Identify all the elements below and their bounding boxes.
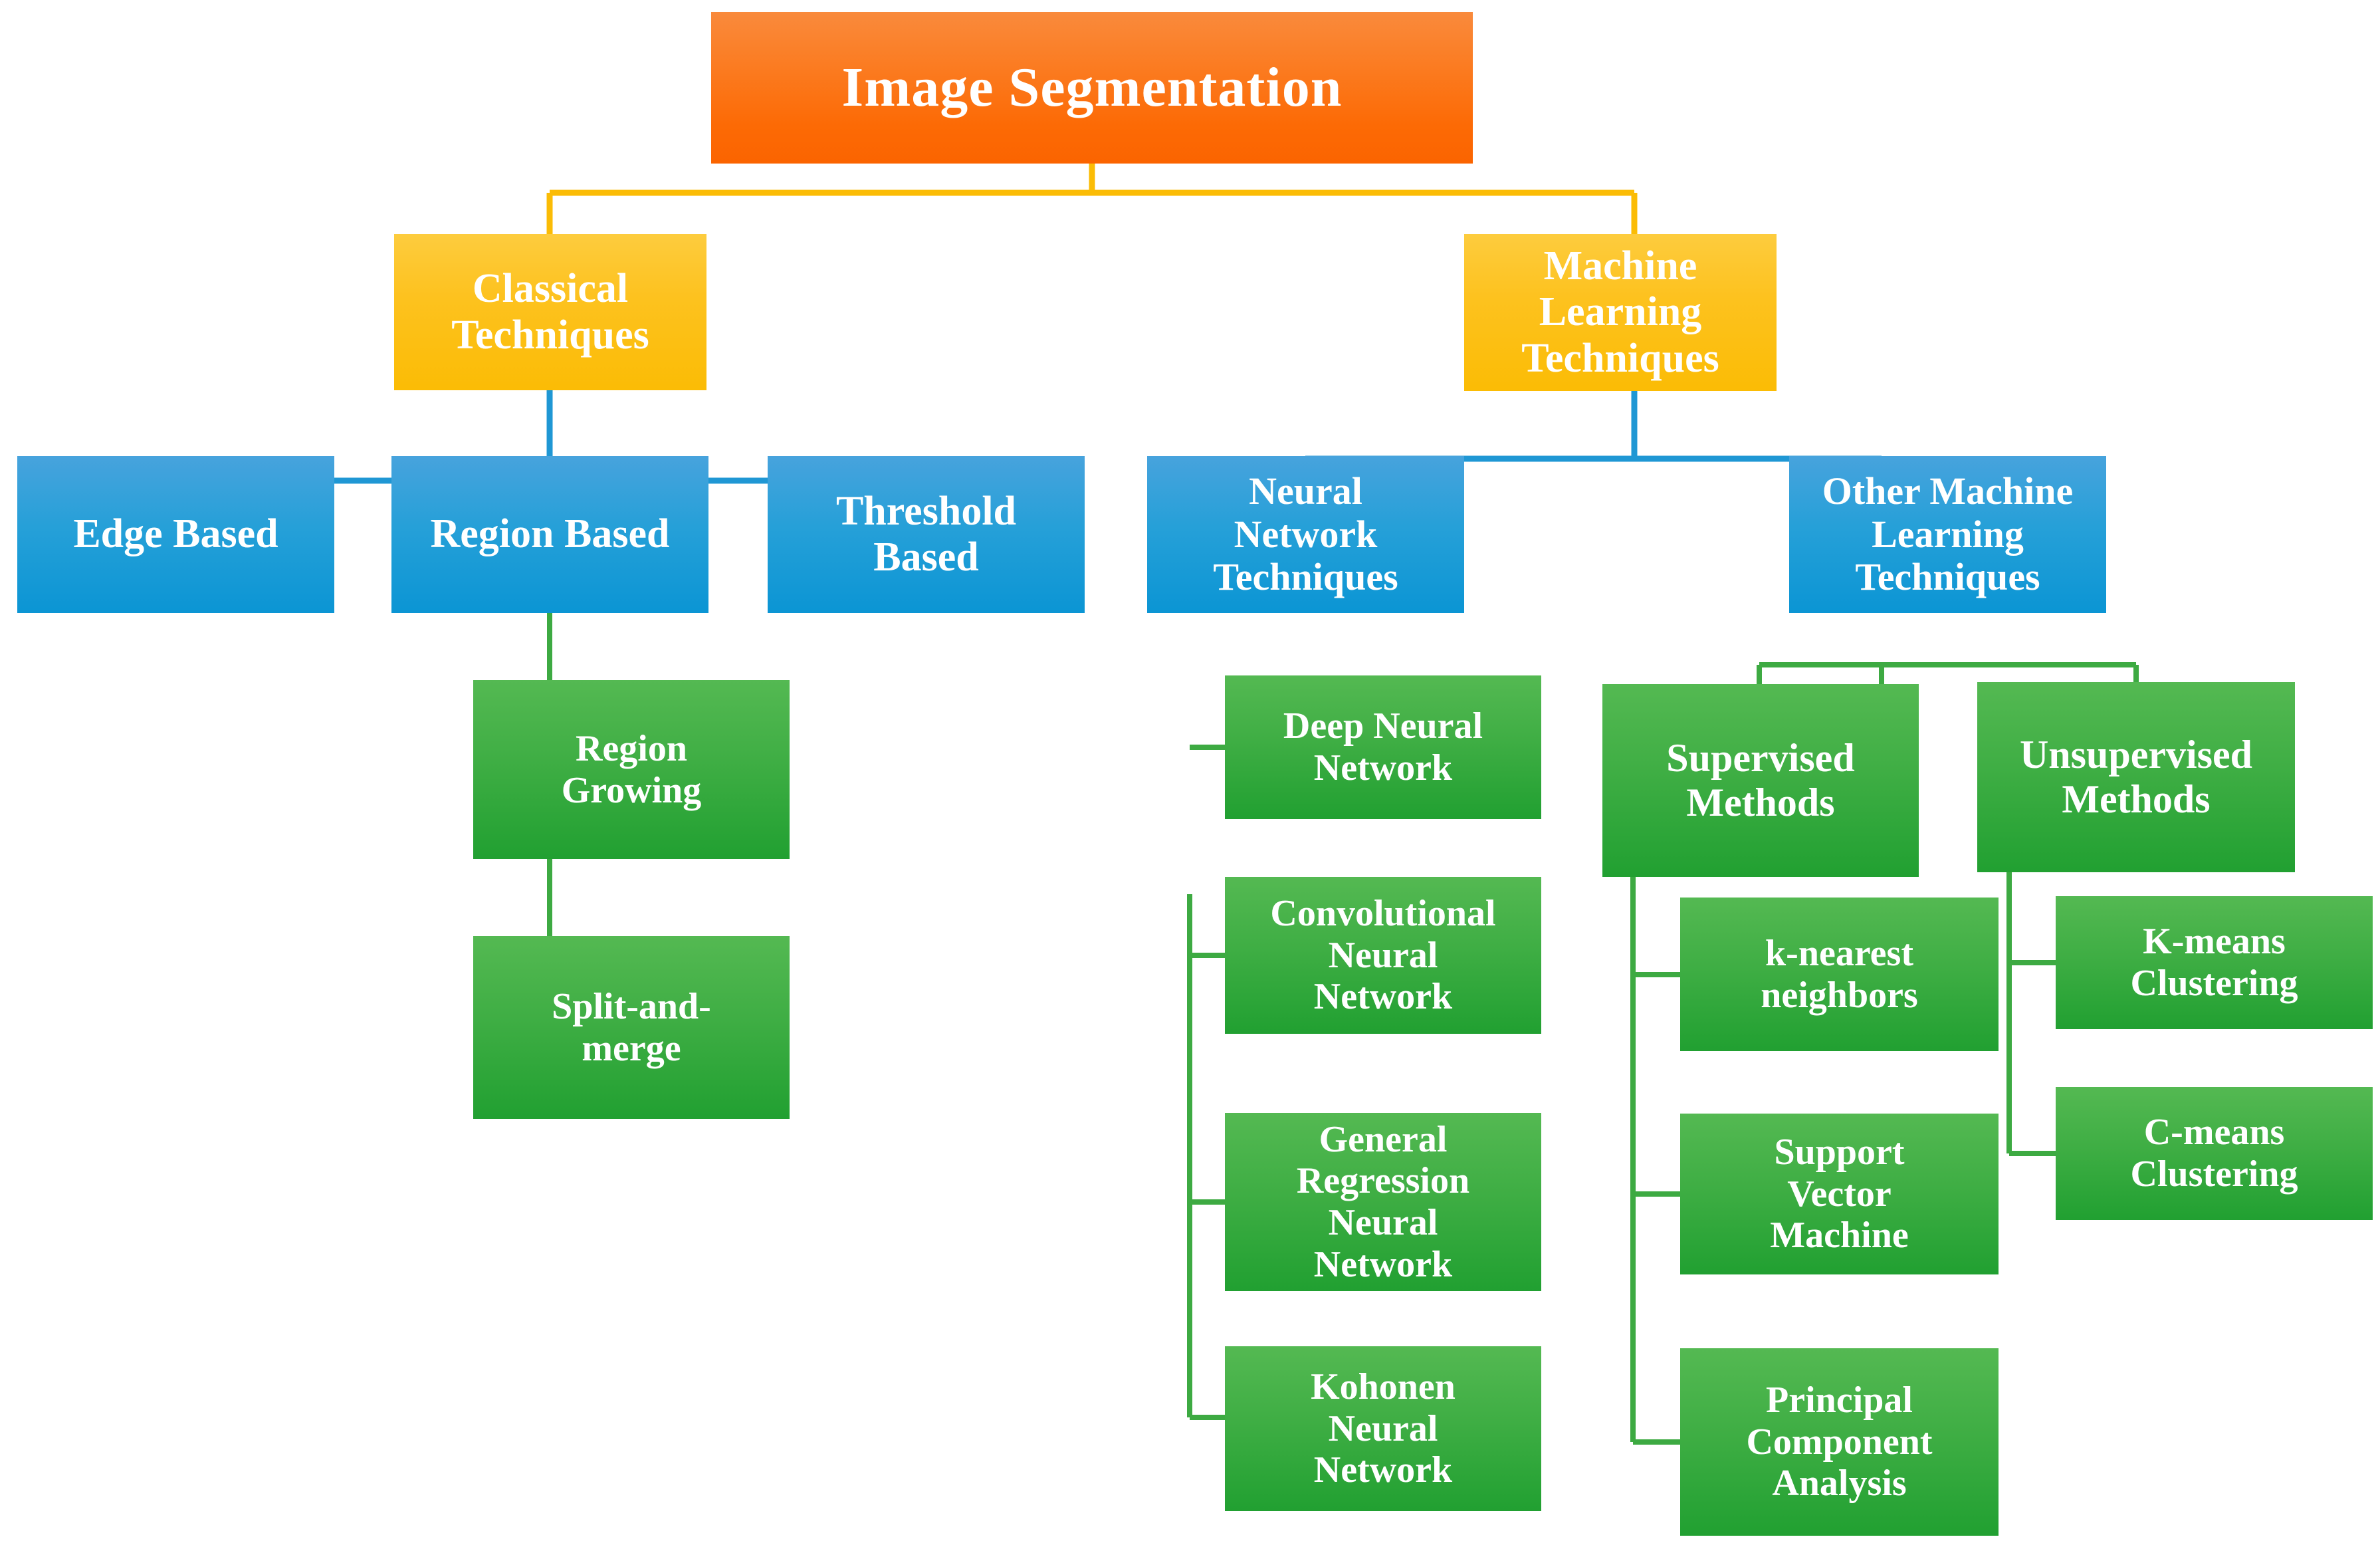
node-label: Kohonen Neural Network xyxy=(1311,1366,1456,1491)
node-region-based[interactable]: Region Based xyxy=(391,456,708,613)
node-convolutional-neural-network[interactable]: Convolutional Neural Network xyxy=(1225,877,1541,1034)
node-label: C-means Clustering xyxy=(2130,1112,2298,1195)
edge-group-supervised xyxy=(1630,877,1680,1445)
node-label: Supervised Methods xyxy=(1666,735,1855,824)
node-deep-neural-network[interactable]: Deep Neural Network xyxy=(1225,675,1541,819)
node-label: Classical Techniques xyxy=(451,266,649,358)
edge-group-root xyxy=(546,164,1638,234)
node-label: Split-and- merge xyxy=(552,985,711,1069)
node-kohonen-neural-network[interactable]: Kohonen Neural Network xyxy=(1225,1346,1541,1511)
node-principal-component-analysis[interactable]: Principal Component Analysis xyxy=(1680,1348,1999,1536)
node-label: Image Segmentation xyxy=(841,56,1343,118)
node-k-means-clustering[interactable]: K-means Clustering xyxy=(2056,896,2373,1029)
node-threshold-based[interactable]: Threshold Based xyxy=(768,456,1085,613)
node-other-machine-learning-techniques[interactable]: Other Machine Learning Techniques xyxy=(1789,456,2106,613)
node-label: Region Based xyxy=(430,511,670,557)
node-label: Convolutional Neural Network xyxy=(1270,892,1496,1018)
node-edge-based[interactable]: Edge Based xyxy=(17,456,334,613)
node-supervised-methods[interactable]: Supervised Methods xyxy=(1602,684,1919,877)
node-image-segmentation[interactable]: Image Segmentation xyxy=(711,12,1473,164)
node-label: Region Growing xyxy=(561,727,702,811)
node-label: Machine Learning Techniques xyxy=(1521,243,1719,381)
node-region-growing[interactable]: Region Growing xyxy=(473,680,790,859)
node-general-regression-neural-network[interactable]: General Regression Neural Network xyxy=(1225,1113,1541,1291)
node-label: General Regression Neural Network xyxy=(1296,1118,1470,1285)
node-machine-learning-techniques[interactable]: Machine Learning Techniques xyxy=(1464,234,1777,391)
node-label: K-means Clustering xyxy=(2130,921,2298,1004)
node-classical-techniques[interactable]: Classical Techniques xyxy=(394,234,706,390)
edge-group-nn xyxy=(1187,745,1225,1420)
node-label: Deep Neural Network xyxy=(1283,705,1483,788)
node-label: Other Machine Learning Techniques xyxy=(1822,469,2074,599)
node-k-nearest-neighbors[interactable]: k-nearest neighbors xyxy=(1680,898,1999,1051)
node-label: Threshold Based xyxy=(835,488,1017,580)
node-label: Edge Based xyxy=(73,511,278,557)
node-support-vector-machine[interactable]: Support Vector Machine xyxy=(1680,1114,1999,1274)
node-label: Principal Component Analysis xyxy=(1746,1379,1933,1504)
node-neural-network-techniques[interactable]: Neural Network Techniques xyxy=(1147,456,1464,613)
node-label: Neural Network Techniques xyxy=(1213,469,1398,599)
node-label: Support Vector Machine xyxy=(1770,1131,1909,1257)
node-c-means-clustering[interactable]: C-means Clustering xyxy=(2056,1087,2373,1220)
node-label: k-nearest neighbors xyxy=(1761,932,1918,1016)
node-label: Unsupervised Methods xyxy=(2019,732,2253,821)
edge-group-unsupervised xyxy=(2006,872,2056,1156)
node-split-and-merge[interactable]: Split-and- merge xyxy=(473,936,790,1119)
node-unsupervised-methods[interactable]: Unsupervised Methods xyxy=(1977,682,2295,872)
